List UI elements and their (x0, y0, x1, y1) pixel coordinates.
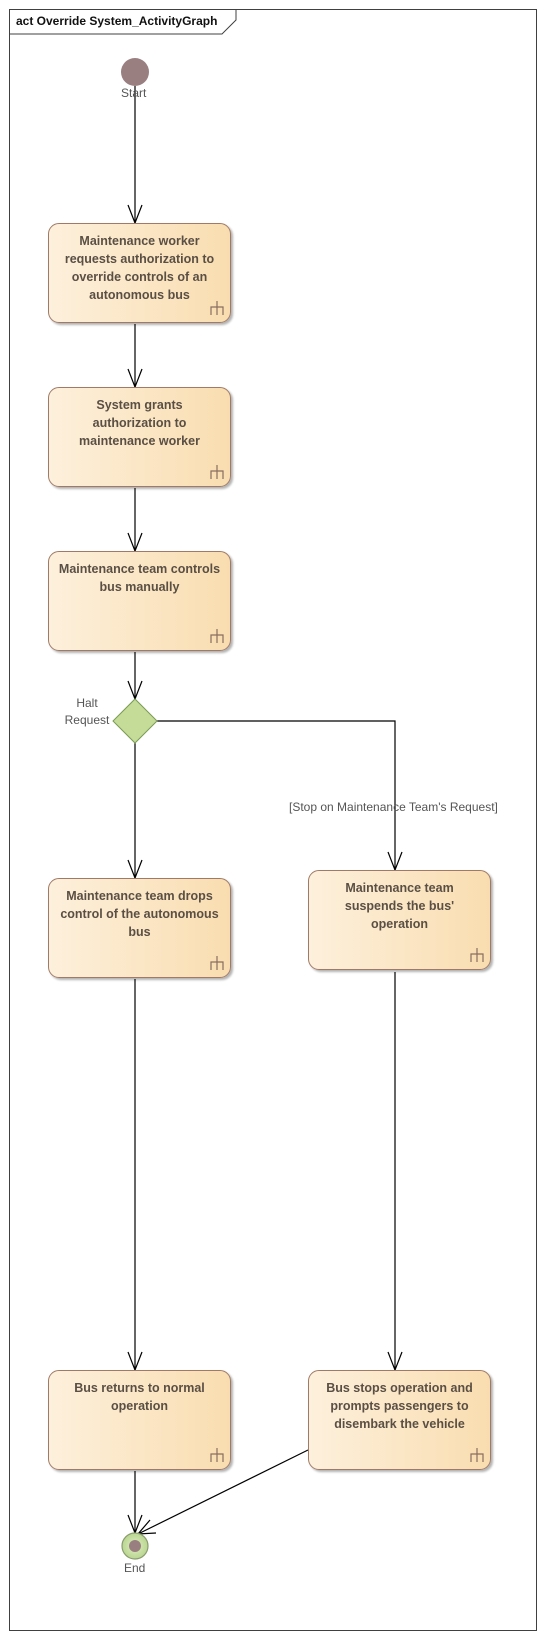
action-grant-authorization[interactable]: System grants authorization to maintenan… (48, 387, 231, 487)
flow-start-to-a1 (127, 86, 143, 225)
flow-a6-to-end (127, 1471, 143, 1535)
action-label: Maintenance team drops control of the au… (60, 889, 219, 939)
end-label: End (124, 1561, 146, 1575)
rake-icon (470, 948, 484, 962)
rake-icon (210, 1448, 224, 1462)
decision-label: Halt Request (58, 695, 116, 729)
flow-a3-to-decision (127, 652, 143, 701)
activity-frame: act Override System_ActivityGraph (9, 9, 537, 1631)
action-label: Maintenance worker requests authorizatio… (64, 234, 215, 302)
action-request-authorization[interactable]: Maintenance worker requests authorizatio… (48, 223, 231, 323)
flow-a1-to-a2 (127, 324, 143, 389)
action-drop-control[interactable]: Maintenance team drops control of the au… (48, 878, 231, 978)
final-node[interactable] (121, 1532, 149, 1560)
rake-icon (210, 629, 224, 643)
rake-icon (210, 465, 224, 479)
action-return-normal[interactable]: Bus returns to normal operation (48, 1370, 231, 1470)
rake-icon (210, 301, 224, 315)
frame-title: act Override System_ActivityGraph (16, 14, 218, 28)
rake-icon (210, 956, 224, 970)
action-stop-and-disembark[interactable]: Bus stops operation and prompts passenge… (308, 1370, 491, 1470)
flow-a2-to-a3 (127, 488, 143, 553)
flow-a5-to-a7 (387, 972, 403, 1372)
initial-node[interactable] (121, 58, 149, 86)
control-flows (127, 86, 403, 1535)
action-suspend-operation[interactable]: Maintenance team suspends the bus' opera… (308, 870, 491, 970)
action-label: Bus returns to normal operation (74, 1381, 205, 1413)
action-control-manually[interactable]: Maintenance team controls bus manually (48, 551, 231, 651)
frame-title-tab (10, 10, 237, 35)
action-label: Maintenance team controls bus manually (58, 562, 221, 594)
flow-a4-to-a6 (127, 979, 143, 1372)
flow-decision-to-a4 (127, 743, 143, 880)
guard-label: [Stop on Maintenance Team's Request] (289, 800, 498, 814)
rake-icon (470, 1448, 484, 1462)
decision-node[interactable] (112, 698, 158, 744)
flow-decision-to-a5 (157, 720, 403, 872)
decision-label-line1: Halt (76, 696, 98, 710)
action-label: System grants authorization to maintenan… (79, 398, 200, 448)
decision-label-line2: Request (64, 713, 110, 727)
start-label: Start (121, 86, 147, 100)
action-label: Maintenance team suspends the bus' opera… (344, 881, 455, 931)
action-label: Bus stops operation and prompts passenge… (326, 1381, 473, 1431)
